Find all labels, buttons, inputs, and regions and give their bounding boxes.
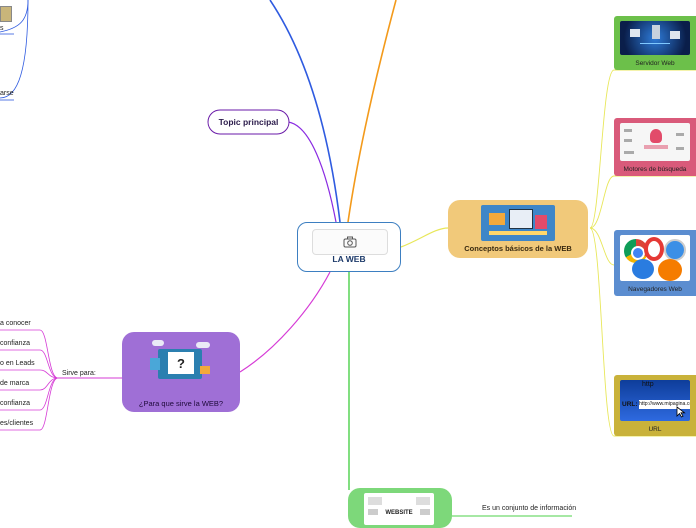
topic-principal-label[interactable]: Topic principal: [218, 117, 279, 127]
para-que-node[interactable]: ? ¿Para que sirve la WEB?: [122, 332, 240, 412]
url-prefix-text: URL:: [622, 401, 638, 408]
branch-yellow: [400, 227, 449, 248]
central-title: LA WEB: [332, 254, 366, 264]
website-illustration: WEBSITE: [364, 493, 434, 525]
browser-logos-icon: [620, 235, 690, 281]
sirve-item-6[interactable]: es/clientes: [0, 420, 34, 427]
concept-url-label: URL: [648, 426, 662, 433]
sirve-item-5[interactable]: confianza: [0, 400, 30, 407]
para-que-title: ¿Para que sirve la WEB?: [138, 399, 224, 408]
topic-principal-border: [207, 109, 290, 135]
branch-magenta: [239, 271, 331, 373]
camera-icon: [343, 236, 357, 248]
sirve-item-2[interactable]: confianza: [0, 340, 30, 347]
conceptos-illustration: [481, 205, 555, 241]
para-que-illustration: ?: [150, 340, 212, 386]
concept-navegadores-web[interactable]: Navegadores Web: [614, 230, 696, 296]
website-badge: WEBSITE: [385, 510, 413, 516]
sirve-item-1[interactable]: a conocer: [0, 320, 31, 327]
partial-thumb: [0, 6, 12, 22]
website-node[interactable]: WEBSITE: [348, 488, 452, 528]
concept-servidor-web[interactable]: Servidor Web: [614, 16, 696, 70]
url-bar-icon: http URL: http://www.mipagina.com: [620, 380, 690, 421]
concept-servidor-web-label: Servidor Web: [635, 60, 675, 67]
search-engine-icon: [620, 123, 690, 161]
url-address-text: http://www.mipagina.com: [639, 400, 690, 409]
sirve-item-4[interactable]: de marca: [0, 380, 30, 387]
branch-blue: [269, 0, 341, 223]
branch-purple: [287, 121, 337, 223]
concept-navegadores-web-label: Navegadores Web: [628, 286, 682, 293]
branch-orange: [347, 0, 397, 223]
conceptos-node[interactable]: Conceptos básicos de la WEB: [448, 200, 588, 258]
concept-motores-busqueda[interactable]: Motores de búsqueda: [614, 118, 696, 176]
central-node[interactable]: LA WEB: [297, 222, 401, 272]
concept-url[interactable]: http URL: http://www.mipagina.com URL: [614, 375, 696, 436]
central-image-placeholder: [312, 229, 388, 255]
left-blue-line-2: [0, 0, 29, 99]
server-network-icon: [620, 21, 690, 55]
partial-label-1: s: [0, 25, 4, 32]
concept-motores-busqueda-label: Motores de búsqueda: [623, 166, 687, 173]
url-tag-text: http: [642, 381, 654, 388]
conceptos-title: Conceptos básicos de la WEB: [464, 244, 572, 253]
sirve-para-label[interactable]: Sirve para:: [62, 370, 96, 377]
cursor-icon: [676, 406, 686, 418]
sirve-item-3[interactable]: o en Leads: [0, 360, 35, 367]
website-description[interactable]: Es un conjunto de información: [482, 505, 577, 512]
partial-label-2: arse: [0, 90, 14, 97]
